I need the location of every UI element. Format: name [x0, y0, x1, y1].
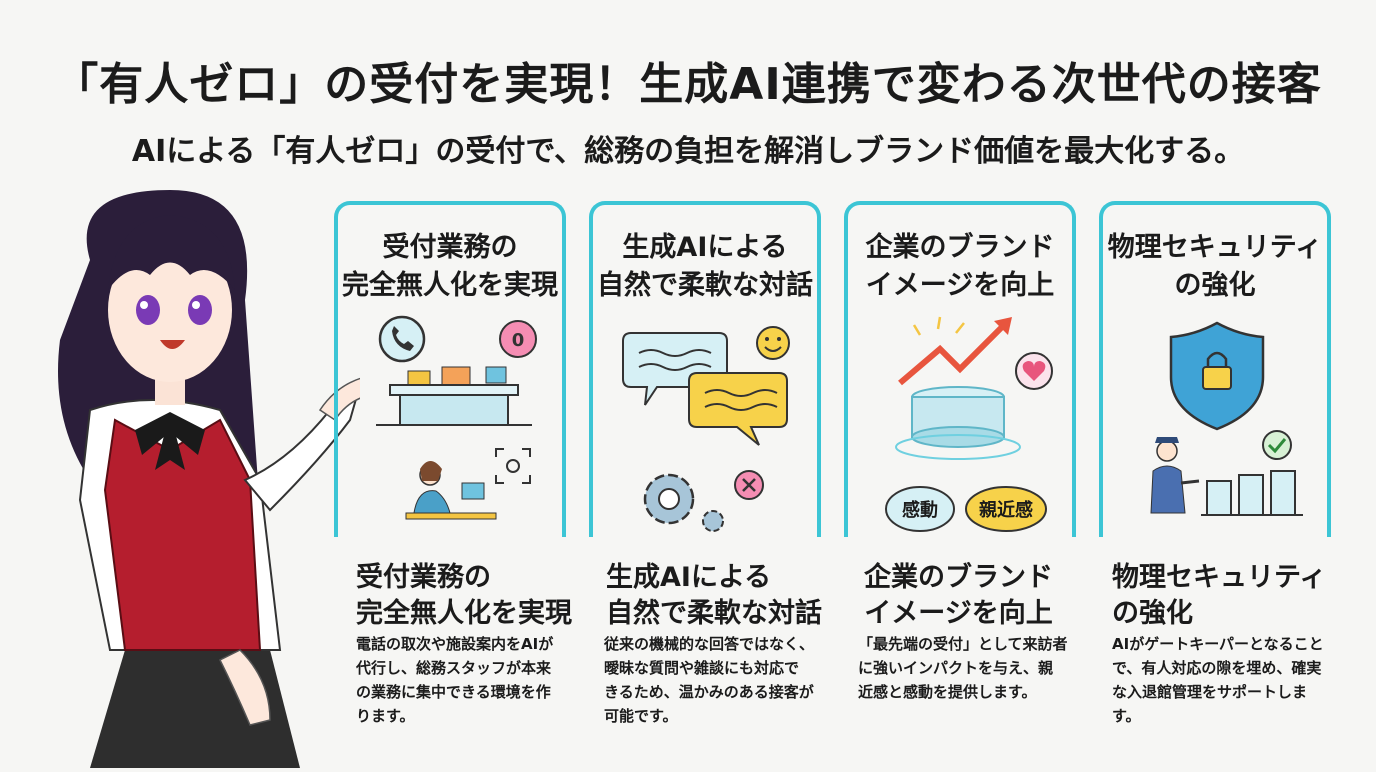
zero-badge-icon: 0: [499, 320, 537, 358]
card-title: 生成AIによる 自然で柔軟な対話: [597, 232, 813, 301]
brand-illustration: 感動 親近感: [856, 313, 1068, 541]
feature-card-unmanned-reception: 受付業務の 完全無人化を実現 0: [334, 201, 566, 537]
gear-icon: [643, 473, 724, 532]
feature-heading: 企業のブランド イメージを向上: [864, 562, 1053, 629]
receptionist-illustration: [30, 180, 376, 768]
trend-arrow-icon: [898, 316, 1012, 386]
feature-heading: 受付業務の 完全無人化を実現: [356, 562, 572, 629]
pedestal-icon: [895, 386, 1021, 460]
bubble-label: 親近感: [979, 499, 1033, 521]
reception-illustration: 0: [346, 313, 558, 541]
smile-icon: [756, 326, 790, 360]
face-scan-icon: [495, 448, 531, 484]
phone-icon: [378, 315, 426, 363]
shield-lock-icon: [1169, 321, 1265, 431]
card-title: 受付業務の 完全無人化を実現: [342, 232, 558, 301]
check-icon: [1262, 430, 1292, 460]
bubble-label: 感動: [902, 499, 938, 521]
feature-description: 電話の取次や施設案内をAIが 代行し、総務スタッフが本来 の業務に集中できる環境…: [356, 635, 554, 725]
feature-description: 「最先端の受付」として来訪者 に強いインパクトを与え、親 近感と感動を提供します…: [858, 635, 1068, 701]
page-subtitle: AIによる「有人ゼロ」の受付で、総務の負担を解消しブランド価値を最大化する。: [131, 134, 1245, 169]
card-title: 物理セキュリティ の強化: [1107, 232, 1323, 301]
person-at-computer-icon: [405, 461, 497, 520]
svg-text:0: 0: [512, 330, 525, 351]
heart-icon: [1015, 352, 1053, 390]
reception-desk-icon: [376, 366, 532, 426]
feature-card-brand-image: 企業のブランド イメージを向上 感動: [844, 201, 1076, 537]
feature-description: AIがゲートキーパーとなること で、有人対応の隙を埋め、確実 な入退館管理をサポ…: [1112, 635, 1324, 725]
feature-description: 従来の機械的な回答ではなく、 曖昧な質問や雑談にも対応で きるため、温かみのある…: [604, 635, 815, 725]
feature-heading: 物理セキュリティ の強化: [1112, 562, 1327, 629]
bubble-kando: 感動: [885, 486, 955, 532]
gate-icon: [1201, 470, 1303, 516]
card-title: 企業のブランド イメージを向上: [865, 232, 1055, 301]
dialogue-illustration: [601, 313, 813, 541]
security-guard-icon: [1150, 437, 1200, 514]
security-illustration: [1111, 313, 1323, 541]
bubble-shinkinkan: 親近感: [965, 486, 1047, 532]
feature-card-natural-dialogue: 生成AIによる 自然で柔軟な対話: [589, 201, 821, 537]
page-title: 「有人ゼロ」の受付を実現！生成AI連携で変わる次世代の接客: [54, 59, 1322, 110]
close-icon: [734, 470, 764, 500]
feature-card-physical-security: 物理セキュリティ の強化: [1099, 201, 1331, 537]
feature-heading: 生成AIによる 自然で柔軟な対話: [606, 562, 822, 629]
speech-bubble-icon: [688, 372, 788, 446]
